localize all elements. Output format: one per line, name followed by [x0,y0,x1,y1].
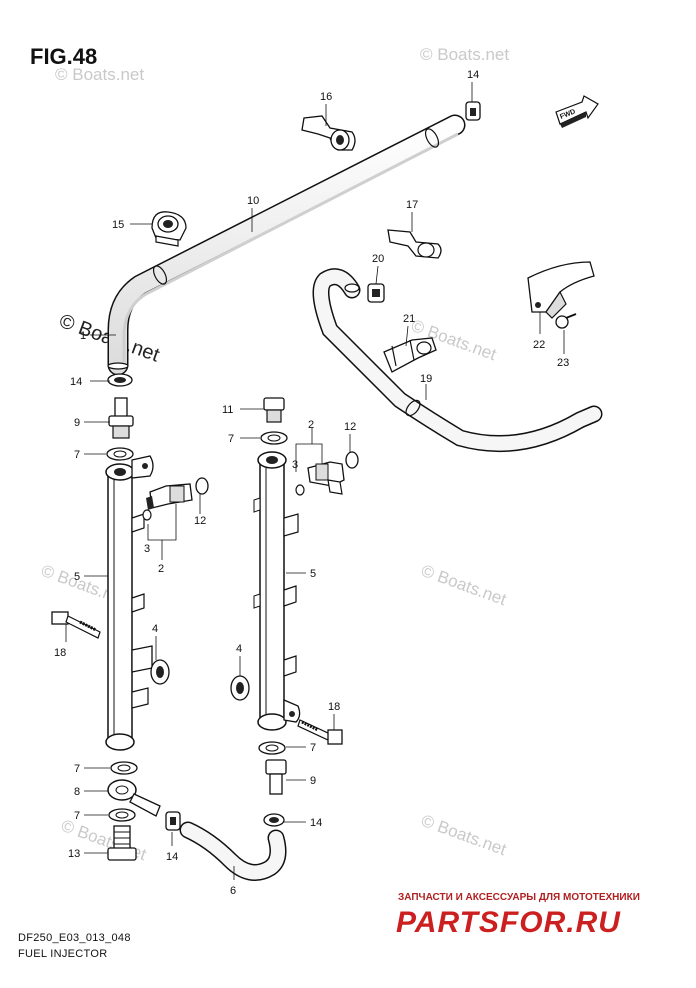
union-bolt-13 [107,825,137,861]
callout-15: 15 [112,219,124,231]
callout-2-left: 2 [158,563,164,575]
clamp-16 [301,115,356,151]
gasket-7-right-top [260,431,288,445]
callout-21: 21 [403,313,415,325]
watermark-7: © Boats.net [419,811,509,859]
callout-9-left: 9 [74,417,80,429]
callout-18-left: 18 [54,647,66,659]
callout-7-left-top: 7 [74,449,80,461]
collar-4-left [150,659,170,685]
callout-3-right: 3 [292,459,298,471]
callout-3-left: 3 [144,543,150,555]
callout-4-right: 4 [236,643,242,655]
callout-14-top: 14 [467,69,479,81]
gasket-7-left-bottom-a [110,761,138,775]
clip-14-left [107,373,133,387]
figure-caption: FUEL INJECTOR [18,948,108,960]
collar-4-right [230,675,250,701]
callout-9-right: 9 [310,775,316,787]
callout-11: 11 [222,404,233,416]
clip-14-bottom-right [263,813,285,827]
plug-11 [263,397,285,423]
callout-7-right-bottom: 7 [310,742,316,754]
model-code: DF250_E03_013_048 [18,932,131,944]
callout-18-right: 18 [328,701,340,713]
brand-tagline: ЗАПЧАСТИ И АКСЕССУАРЫ ДЛЯ МОТОТЕХНИКИ [398,892,640,903]
callout-1: 1 [80,330,86,342]
callout-5-right: 5 [310,568,316,580]
clip-14-bottom-left [165,811,181,831]
figure-title: FIG.48 [30,44,98,69]
o-ring-12-left [195,477,209,495]
callout-8: 8 [74,786,80,798]
leader-lines [65,82,565,880]
callout-22: 22 [533,339,545,351]
callout-14-bottom-right: 14 [310,817,322,829]
hose-10 [107,114,466,376]
joint-9-left [108,397,134,439]
union-8 [107,779,161,817]
fuel-rail-5-right [253,451,301,731]
callout-2-right: 2 [308,419,314,431]
bolt-18-left [51,611,101,639]
callout-7-right-top: 7 [228,433,234,445]
injector-2-left [146,483,193,510]
hose-6 [179,821,287,881]
fwd-arrow-icon: FWD [555,95,599,128]
clip-14-top [465,101,481,121]
watermark-1: © Boats.net [55,65,144,84]
callout-labels: 14 16 10 15 17 20 21 19 22 23 1 14 9 7 5… [54,69,569,897]
callout-19: 19 [420,373,432,385]
bolt-18-right [297,719,343,745]
bracket-22 [527,261,595,319]
callout-20: 20 [372,253,384,265]
callout-4-left: 4 [152,623,158,635]
clip-20 [367,283,385,303]
callout-12-left: 12 [194,515,206,527]
clamp-17 [387,229,442,259]
callout-7-left-mid: 7 [74,763,80,775]
gasket-7-left-top [106,447,134,461]
callout-17: 17 [406,199,418,211]
callout-23: 23 [557,357,569,369]
hose-19 [312,268,603,453]
callout-10: 10 [247,195,259,207]
brand-logo: PARTSFOR.RU [396,906,621,939]
joint-9-right [265,759,287,795]
callout-16: 16 [320,91,332,103]
clamp-15 [151,211,187,247]
bolt-23 [555,313,577,329]
o-ring-3-right [295,484,305,496]
gasket-7-right-bottom [258,741,286,755]
o-ring-3-left [142,509,152,521]
callout-6: 6 [230,885,236,897]
o-ring-12-right [345,451,359,469]
clamp-21 [383,337,437,373]
watermark-5: © Boats.net [419,561,509,609]
gasket-7-left-bottom-b [108,808,136,822]
callout-13: 13 [68,848,80,860]
callout-14-left: 14 [70,376,82,388]
callout-7-left-bottom: 7 [74,810,80,822]
watermark-2: © Boats.net [420,45,509,64]
callout-14-bottom-left: 14 [166,851,178,863]
callout-12-right: 12 [344,421,356,433]
callout-5-left: 5 [74,571,80,583]
injector-2-right [307,461,345,495]
fuel-rail-5-left [105,455,154,751]
